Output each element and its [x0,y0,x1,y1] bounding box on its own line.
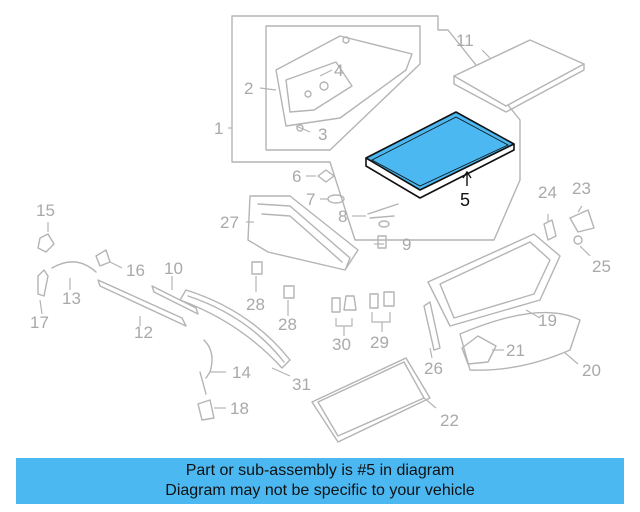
strip-12 [97,279,187,327]
bracket-8 [367,203,399,219]
callout-15: 15 [36,201,55,220]
frame-20 [459,311,581,371]
callout-12: 12 [134,323,153,342]
hinge-23-24 [543,219,557,241]
side-rail-box-27 [247,195,359,271]
clip-16 [95,249,111,267]
callout-28a: 28 [246,295,265,314]
roof-assembly-outline [231,15,521,241]
clip-17 [37,269,49,297]
callout-3: 3 [318,125,327,144]
callout-8: 8 [338,207,347,226]
glass-22 [311,357,431,443]
callout-13: 13 [62,289,81,308]
callout-9: 9 [402,235,411,254]
callout-22: 22 [440,411,459,430]
callout-20: 20 [582,361,601,380]
callout-24: 24 [538,183,557,202]
rail-31 [179,289,291,369]
callout-16: 16 [126,261,145,280]
callout-23: 23 [572,179,591,198]
callout-11: 11 [456,31,474,50]
bracket-21 [461,335,497,365]
callout-18: 18 [230,399,249,418]
callout-28b: 28 [278,315,297,334]
info-banner: Part or sub-assembly is #5 in diagram Di… [16,458,624,504]
clip-6 [317,169,335,183]
drain-hose-14 [199,339,213,395]
callout-30: 30 [332,335,351,354]
callout-26: 26 [424,359,443,378]
callout-1: 1 [214,119,223,138]
sunroof-motor-bracket [285,61,353,113]
clip-18 [197,399,215,421]
banner-line-1: Part or sub-assembly is #5 in diagram [185,462,455,479]
callout-19: 19 [538,311,557,330]
callout-27: 27 [220,213,239,232]
callout-5: 5 [460,190,470,210]
callout-4: 4 [334,61,343,80]
glass-panel-inner-line [371,116,509,187]
strut-26 [423,301,441,351]
callout-10: 10 [164,259,183,278]
glass-panel-edge [365,144,515,199]
seal-13 [51,261,97,273]
strip-10 [151,285,199,315]
callout-2: 2 [244,79,253,98]
bracket-15 [37,233,55,253]
bolt-9 [377,235,387,249]
callout-21: 21 [506,341,525,360]
callout-7: 7 [306,190,315,209]
callout-29: 29 [370,333,389,352]
callout-25: 25 [592,257,611,276]
banner-line-2: Diagram may not be specific to your vehi… [165,482,475,499]
callout-31: 31 [292,375,311,394]
callout-14: 14 [232,363,251,382]
callout-6: 6 [292,167,301,186]
rear-panel-part [275,35,413,127]
callout-17: 17 [30,313,49,332]
rear-panel-box [265,25,421,151]
rear-window-19 [427,233,561,327]
